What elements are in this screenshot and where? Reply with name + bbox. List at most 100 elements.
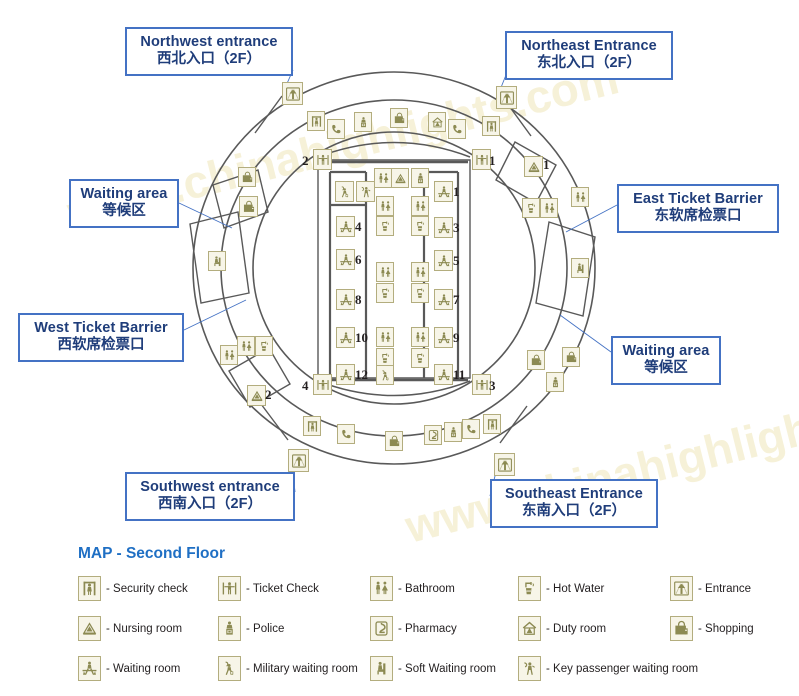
police-s: [444, 422, 462, 442]
room-number: 10: [355, 330, 368, 345]
phone-se: [462, 419, 480, 439]
hot-water-w: [255, 336, 273, 356]
nursing-room-c1: [391, 168, 409, 188]
nursing-room-icon: [78, 616, 101, 641]
legend-item-label: - Entrance: [698, 582, 752, 595]
callout-label-en: East Ticket Barrier: [633, 191, 763, 207]
legend-item-label: - Key passenger waiting room: [546, 662, 699, 675]
phone-nw: [327, 119, 345, 139]
callout-label-en: Northwest entrance: [140, 34, 278, 50]
military-waiting-room-icon: [218, 656, 241, 681]
waiting-room-8: [336, 289, 355, 310]
waiting-room-3: [434, 217, 453, 238]
room-number: 7: [453, 292, 460, 307]
corner-room-ne: [524, 156, 543, 177]
bathroom-w2: [237, 336, 255, 356]
waiting-room-12: [336, 364, 355, 385]
shopping-e2: [562, 347, 580, 367]
legend-item-pharmacy: - Pharmacy: [370, 616, 457, 641]
ticket-barrier-1: [472, 149, 491, 170]
room-number: 1: [489, 153, 496, 168]
room-number: 1: [453, 184, 460, 199]
security-check-icon: [78, 576, 101, 601]
legend-item-entrance: - Entrance: [670, 576, 751, 601]
room-number: 2: [302, 153, 309, 168]
bathroom-c5: [411, 262, 429, 282]
legend-title: MAP - Second Floor: [78, 545, 225, 562]
hot-water-icon: [518, 576, 541, 601]
room-number: 3: [453, 220, 460, 235]
bathroom-c6: [376, 327, 394, 347]
legend-item-label: - Police: [246, 622, 285, 635]
legend-item-police: - Police: [218, 616, 284, 641]
legend-item-label: - Waiting room: [106, 662, 181, 675]
ticket-barrier-2: [313, 149, 332, 170]
waiting-room-4: [336, 216, 355, 237]
callout-label-cn: 东北入口（2F）: [537, 55, 641, 72]
room-number: 2: [265, 387, 272, 402]
bathroom-c2: [376, 196, 394, 216]
bathroom-e: [540, 198, 558, 218]
legend-panel: MAP - Second Floor - Security check - Tic…: [78, 545, 778, 696]
legend-item-soft-waiting-room: - Soft Waiting room: [370, 656, 496, 681]
bathroom-c4: [376, 262, 394, 282]
legend-item-hot-water: - Hot Water: [518, 576, 604, 601]
police-n: [354, 112, 372, 132]
key-passenger-waiting-room-icon: [518, 656, 541, 681]
callout-label-cn: 等候区: [644, 360, 688, 377]
police-icon: [218, 616, 241, 641]
police-e: [546, 372, 564, 392]
legend-item-waiting-room: - Waiting room: [78, 656, 180, 681]
legend-item-security-check: - Security check: [78, 576, 188, 601]
entrance-southwest: [288, 449, 309, 472]
legend-item-label: - Nursing room: [106, 622, 183, 635]
callout-label-cn: 东软席检票口: [654, 208, 742, 225]
room-number: 5: [453, 253, 460, 268]
soft-waiting-room-icon: [370, 656, 393, 681]
hot-water-c3: [411, 216, 429, 236]
callout-leader-line: [183, 299, 247, 331]
legend-item-shopping: - Shopping: [670, 616, 754, 641]
legend-item-ticket-check: - Ticket Check: [218, 576, 319, 601]
ticket-check-icon: [218, 576, 241, 601]
shopping-w: [238, 167, 256, 187]
room-number: 3: [489, 378, 496, 393]
waiting-room-10: [336, 327, 355, 348]
legend-item-label: - Military waiting room: [246, 662, 358, 675]
shopping-s: [385, 431, 403, 451]
bathroom-e2: [571, 187, 589, 207]
legend-item-label: - Duty room: [546, 622, 607, 635]
legend-rows: - Security check- Ticket Check- Bathroom…: [78, 576, 778, 682]
shopping-n: [390, 108, 408, 128]
bathroom-w: [220, 345, 238, 365]
entrance-northwest: [282, 82, 303, 105]
room-number: 12: [355, 367, 368, 382]
room-number: 6: [355, 252, 362, 267]
legend-row: - Waiting room - Military waiting room - S…: [78, 656, 778, 682]
room-number: 11: [453, 367, 466, 382]
callout-leader-line: [565, 204, 618, 233]
callout-label-cn: 西北入口（2F）: [157, 51, 261, 68]
legend-item-military-waiting-room: - Military waiting room: [218, 656, 358, 681]
bathroom-c3: [411, 196, 429, 216]
room-number: 4: [355, 219, 362, 234]
hot-water-c6: [376, 348, 394, 368]
room-number: 1: [543, 157, 550, 172]
bathroom-c1: [374, 168, 392, 188]
security-check-se: [483, 414, 501, 434]
callout-leader-line: [559, 314, 612, 353]
legend-item-label: - Shopping: [698, 622, 754, 635]
callout-label-cn: 西南入口（2F）: [158, 496, 262, 513]
ticket-barrier-4: [313, 374, 332, 395]
callout-label-en: Northeast Entrance: [521, 38, 657, 54]
room-number: 8: [355, 292, 362, 307]
callout-label-en: Southwest entrance: [140, 479, 280, 495]
callout-label-cn: 西软席检票口: [57, 337, 145, 354]
soft-waiting-e: [571, 258, 589, 278]
security-check-nw: [307, 111, 325, 131]
legend-item-label: - Security check: [106, 582, 188, 595]
bathroom-c7: [411, 327, 429, 347]
